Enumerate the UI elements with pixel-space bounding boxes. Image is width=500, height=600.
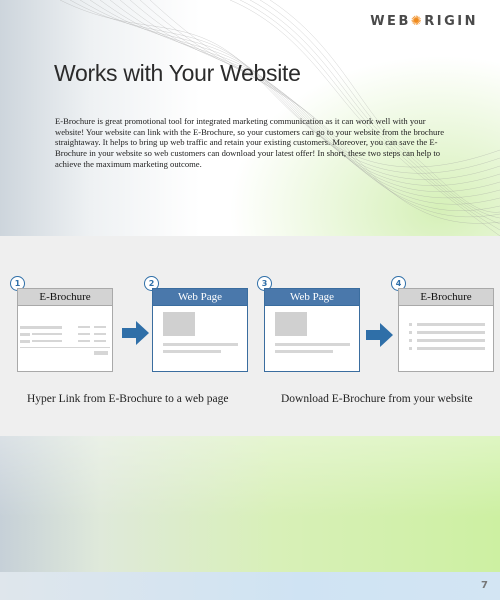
card-heading: E-Brochure bbox=[399, 289, 493, 306]
card-heading: E-Brochure bbox=[18, 289, 112, 306]
step-card-ebrochure-4: E-Brochure bbox=[398, 288, 494, 372]
weborigin-logo: WEB✺RIGIN bbox=[370, 14, 478, 29]
logo-text-left: WEB bbox=[370, 14, 411, 29]
gear-o-icon: ✺ bbox=[410, 14, 425, 29]
caption-hyperlink: Hyper Link from E-Brochure to a web page bbox=[27, 393, 229, 405]
header-background bbox=[0, 0, 500, 236]
card-heading: Web Page bbox=[265, 289, 359, 306]
page-footer: 7 bbox=[0, 572, 500, 600]
decorative-waves bbox=[59, 0, 500, 236]
right-arrow-icon bbox=[122, 321, 149, 345]
page-number: 7 bbox=[481, 580, 488, 591]
right-arrow-icon bbox=[366, 323, 393, 347]
step-card-webpage-2: Web Page bbox=[152, 288, 248, 372]
caption-download: Download E-Brochure from your website bbox=[281, 393, 473, 405]
step-card-ebrochure-1: E-Brochure bbox=[17, 288, 113, 372]
body-paragraph: E-Brochure is great promotional tool for… bbox=[55, 116, 445, 169]
card-heading: Web Page bbox=[153, 289, 247, 306]
logo-text-right: RIGIN bbox=[424, 14, 478, 29]
page-title: Works with Your Website bbox=[54, 60, 301, 86]
step-number-2: 2 bbox=[144, 276, 159, 291]
step-card-webpage-3: Web Page bbox=[264, 288, 360, 372]
bottom-background bbox=[0, 436, 500, 572]
